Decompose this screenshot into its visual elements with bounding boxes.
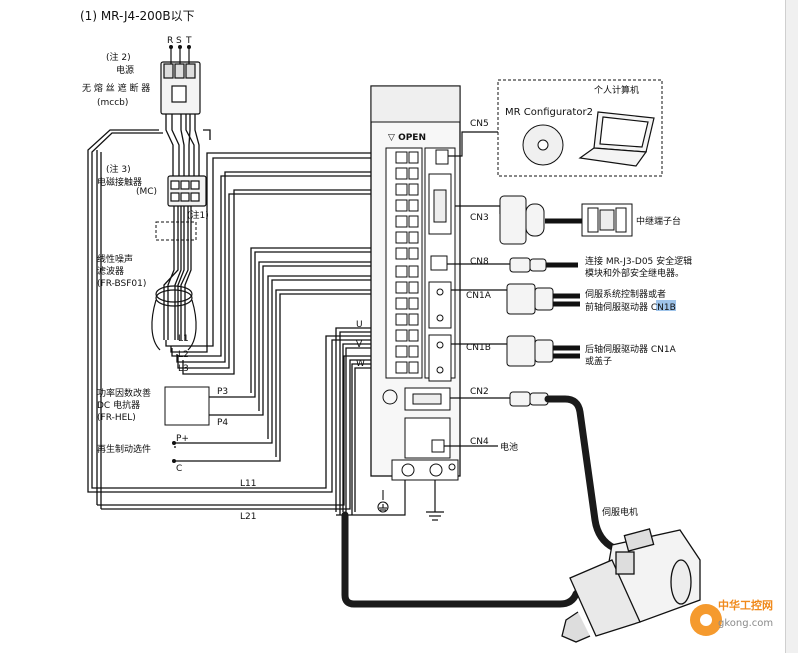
phase-s-label: S xyxy=(176,36,182,46)
servo-motor-label: 伺服电机 xyxy=(602,506,638,518)
breaker-code-label: (mccb) xyxy=(97,98,128,108)
earth-ground-icon xyxy=(426,480,444,521)
cn2-connector xyxy=(509,391,549,407)
cn1a-connector xyxy=(506,283,554,315)
pc-dashed-box xyxy=(497,79,663,177)
motor-power-cable xyxy=(341,511,594,608)
note-1-label: (注1) xyxy=(187,209,209,221)
cn4-label: CN4 xyxy=(470,437,489,447)
gkong-watermark: 中华工控网 gkong.com xyxy=(690,598,773,636)
u-label: U xyxy=(356,320,363,330)
p3-label: P3 xyxy=(217,387,228,397)
l1-label: L1 xyxy=(178,334,189,344)
cn2-label: CN2 xyxy=(470,387,489,397)
cn1a-text-2: 前轴伺服驱动器 CN1B xyxy=(585,301,676,313)
dc-reactor-box xyxy=(164,386,210,426)
watermark-cn: 中华工控网 xyxy=(718,598,773,612)
cn1b-text-2: 或盖子 xyxy=(585,355,612,367)
l3-label: L3 xyxy=(178,364,189,374)
reactor-label-2: DC 电抗器 xyxy=(97,399,140,411)
note-1-dashed-box xyxy=(155,221,197,241)
p-plus-label: P+ xyxy=(176,434,189,444)
reactor-label-1: 功率因数改善 xyxy=(97,387,151,399)
reactor-code: (FR-HEL) xyxy=(97,413,136,423)
cn3-connector xyxy=(499,195,545,245)
cn8-text-1: 连接 MR-J3-D05 安全逻辑 xyxy=(585,255,692,267)
cn1a-label: CN1A xyxy=(466,291,492,301)
phase-t-label: T xyxy=(185,36,192,46)
magnetic-contactor xyxy=(167,175,207,207)
cn3-label: CN3 xyxy=(470,213,489,223)
battery-label: 电池 xyxy=(500,441,518,453)
relay-terminal-label: 中继端子台 xyxy=(636,215,681,227)
laptop-icon xyxy=(578,111,655,167)
diagram-title: (1) MR-J4-200B以下 xyxy=(80,9,195,23)
phase-r-label: R xyxy=(167,36,173,46)
cd-icon xyxy=(522,124,564,166)
watermark-url: gkong.com xyxy=(718,618,773,629)
power-phase-labels: R S T xyxy=(167,36,192,46)
note-2-label: (注 2) xyxy=(106,51,131,63)
servo-amplifier: ▽ OPEN xyxy=(370,85,461,481)
cn1b-connector xyxy=(506,335,554,367)
ground-icon xyxy=(377,490,389,513)
contactor-label: 电磁接触器 xyxy=(97,176,142,188)
cn5-label: CN5 xyxy=(470,119,489,129)
power-supply-label: 电源 xyxy=(116,64,134,76)
l21-label: L21 xyxy=(240,512,256,522)
cn1b-text-1: 后轴伺服驱动器 CN1A xyxy=(585,343,677,355)
breaker-label: 无 熔 丝 遮 断 器 xyxy=(82,82,150,94)
noise-filter-ring xyxy=(151,285,197,351)
regen-option-label: 再生制动选件 xyxy=(97,443,151,455)
contactor-code-label: (MC) xyxy=(136,187,157,197)
cn1b-label: CN1B xyxy=(466,343,491,353)
cn8-connector xyxy=(509,257,547,273)
encoder-cable xyxy=(544,395,630,558)
servo-motor xyxy=(561,528,701,643)
breaker-mccb xyxy=(160,48,201,115)
noise-filter-label-1: 线性噪声 xyxy=(97,253,133,265)
v-label: V xyxy=(356,340,363,350)
w-label: W xyxy=(356,359,365,369)
note-3-label: (注 3) xyxy=(106,163,131,175)
cn1a-text-1: 伺服系统控制器或者 xyxy=(585,288,666,300)
cn1-highlight xyxy=(656,300,676,311)
cn8-text-2: 模块和外部安全继电器。 xyxy=(585,267,684,279)
noise-filter-label-2: 滤波器 xyxy=(97,265,124,277)
c-label: C xyxy=(176,464,182,474)
mr-configurator-label: MR Configurator2 xyxy=(505,107,593,118)
window-scrollbar[interactable] xyxy=(785,0,798,653)
open-label: ▽ OPEN xyxy=(388,133,426,143)
l2-label: L2 xyxy=(178,350,189,360)
p4-label: P4 xyxy=(217,418,228,428)
cn8-label: CN8 xyxy=(470,257,489,267)
l11-label: L11 xyxy=(240,479,256,489)
pc-label: 个人计算机 xyxy=(594,84,639,96)
relay-terminal-block xyxy=(581,203,633,237)
noise-filter-code: (FR-BSF01) xyxy=(97,279,146,289)
